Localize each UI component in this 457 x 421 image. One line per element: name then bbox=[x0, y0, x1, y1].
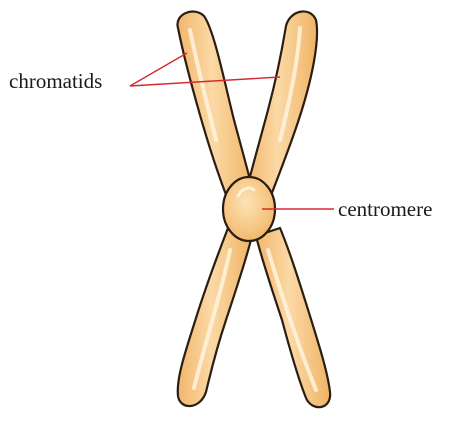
chromatids-leader-line-left bbox=[130, 53, 187, 86]
chromatid-upper-left bbox=[177, 12, 254, 205]
chromatids-label: chromatids bbox=[9, 71, 102, 92]
chromatid-upper-right bbox=[246, 11, 317, 198]
centromere-label: centromere bbox=[338, 199, 432, 220]
chromatid-lower-right bbox=[256, 228, 330, 407]
